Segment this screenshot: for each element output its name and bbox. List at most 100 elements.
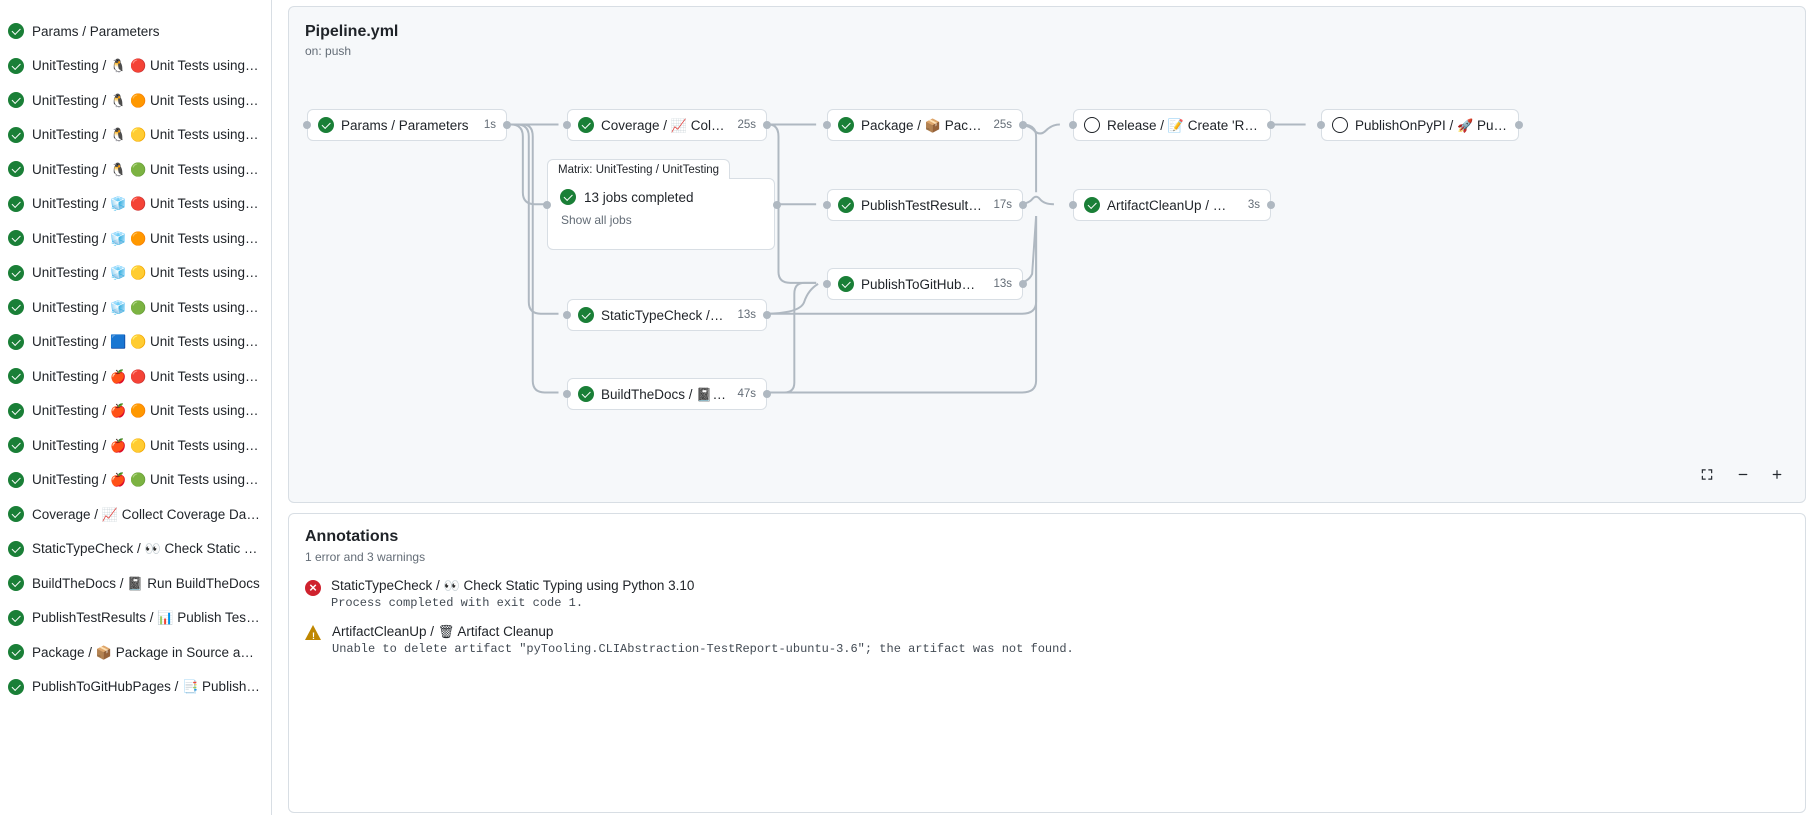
sidebar-job-label: UnitTesting / 🍎 🟡 Unit Tests using Pyth… (32, 437, 261, 453)
success-check-icon (8, 609, 24, 626)
sidebar-job-item[interactable]: StaticTypeCheck / 👀 Check Static Typing… (0, 532, 271, 567)
sidebar-job-label: Coverage / 📈 Collect Coverage Data usi… (32, 506, 261, 522)
sidebar-job-item[interactable]: UnitTesting / 🧊 🟠 Unit Tests using Pyth… (0, 221, 271, 256)
sidebar-job-label: UnitTesting / 🍎 🟢 Unit Tests using Pyth… (32, 472, 261, 488)
success-check-icon (8, 230, 24, 247)
success-check-icon (838, 117, 854, 133)
success-check-icon (8, 368, 24, 385)
graph-node-release[interactable]: Release / 📝 Create 'Release P… (1073, 109, 1271, 141)
graph-node-artifactclean[interactable]: ArtifactCleanUp / 🗑 Artifac…3s (1073, 189, 1271, 221)
sidebar-job-label: BuildTheDocs / 📓 Run BuildTheDocs (32, 575, 260, 591)
sidebar-job-item[interactable]: Params / Parameters (0, 14, 271, 49)
sidebar-job-item[interactable]: UnitTesting / 🍎 🟢 Unit Tests using Pyth… (0, 463, 271, 498)
matrix-port (773, 201, 781, 209)
graph-node-port (1069, 201, 1077, 209)
graph-node-label: PublishTestResults / 📊 Pu… (861, 197, 983, 213)
fit-screen-icon[interactable] (1695, 462, 1719, 486)
show-all-jobs-link[interactable]: Show all jobs (561, 213, 632, 227)
graph-edges (505, 123, 1306, 394)
skipped-circle-icon (1332, 117, 1348, 133)
graph-node-label: PublishToGitHubPages / 📑 … (861, 276, 982, 292)
graph-node-port (563, 121, 571, 129)
success-check-icon (8, 161, 24, 178)
sidebar-job-item[interactable]: BuildTheDocs / 📓 Run BuildTheDocs (0, 566, 271, 601)
sidebar-job-item[interactable]: PublishTestResults / 📊 Publish Test Resu… (0, 601, 271, 636)
graph-node-package[interactable]: Package / 📦 Package in So…25s (827, 109, 1023, 141)
workflow-graph-card: Pipeline.yml on: push (288, 6, 1806, 503)
graph-node-duration: 1s (483, 119, 496, 131)
graph-node-port (823, 121, 831, 129)
graph-node-params[interactable]: Params / Parameters 1s (307, 109, 507, 141)
matrix-body: 13 jobs completed Show all jobs (547, 178, 775, 250)
sidebar-job-item[interactable]: PublishToGitHubPages / 📑 Publish to G… (0, 670, 271, 705)
success-check-icon (8, 471, 24, 488)
graph-node-publishpages[interactable]: PublishToGitHubPages / 📑 …13s (827, 268, 1023, 300)
graph-node-label: StaticTypeCheck / 👀 Chec… (601, 308, 726, 323)
graph-canvas[interactable]: Params / Parameters 1s Coverage / 📈 Collec… (289, 7, 1805, 502)
matrix-group[interactable]: Matrix: UnitTesting / UnitTesting 13 job… (547, 159, 775, 250)
graph-node-port (763, 311, 771, 319)
job-emoji-0: 🐧 (110, 58, 127, 74)
graph-node-buildthedocs[interactable]: BuildTheDocs / 📓 Run Buil… 47s (567, 378, 767, 410)
graph-node-publishtest[interactable]: PublishTestResults / 📊 Pu… 17s (827, 189, 1023, 221)
sidebar-job-item[interactable]: UnitTesting / 🐧 🟠 Unit Tests using Pyth… (0, 83, 271, 118)
graph-node-publishpypi[interactable]: PublishOnPyPI / 🚀 Publish to … (1321, 109, 1519, 141)
graph-node-port (1317, 121, 1325, 129)
graph-node-port (1019, 121, 1027, 129)
sidebar-job-item[interactable]: Coverage / 📈 Collect Coverage Data usi… (0, 497, 271, 532)
graph-node-statictype[interactable]: StaticTypeCheck / 👀 Chec…13s (567, 299, 767, 331)
sidebar-job-item[interactable]: Package / 📦 Package in Source and Wh… (0, 635, 271, 670)
zoom-out-button[interactable] (1731, 462, 1755, 486)
success-check-icon (838, 276, 854, 292)
zoom-in-button[interactable] (1765, 462, 1789, 486)
job-emoji-1: 🟡 (130, 265, 147, 281)
graph-node-label: PublishOnPyPI / 🚀 Publish to … (1355, 117, 1508, 133)
graph-header: Pipeline.yml on: push (289, 7, 1805, 58)
graph-zoom-controls[interactable] (1695, 462, 1789, 486)
sidebar-job-label: StaticTypeCheck / 👀 Check Static Typing… (32, 541, 261, 557)
graph-node-duration: 17s (993, 199, 1012, 211)
graph-node-port (1069, 121, 1077, 129)
sidebar-job-label: UnitTesting / 🧊 🟡 Unit Tests using Pyth… (32, 265, 261, 281)
job-emoji-0: 📓 (127, 575, 144, 591)
sidebar-job-label: PublishToGitHubPages / 📑 Publish to G… (32, 679, 261, 695)
sidebar-job-item[interactable]: UnitTesting / 🐧 🔴 Unit Tests using Pyth… (0, 49, 271, 84)
sidebar-job-item[interactable]: UnitTesting / 🧊 🟡 Unit Tests using Pyth… (0, 256, 271, 291)
success-check-icon (578, 117, 594, 133)
sidebar-job-item[interactable]: UnitTesting / 🧊 🟢 Unit Tests using Pyth… (0, 290, 271, 325)
success-check-icon (8, 402, 24, 419)
graph-node-port (1267, 121, 1275, 129)
sidebar-job-label: UnitTesting / 🍎 🔴 Unit Tests using Pyth… (32, 368, 261, 384)
success-check-icon (8, 333, 24, 350)
sidebar-job-item[interactable]: UnitTesting / 🍎 🟠 Unit Tests using Pyth… (0, 394, 271, 429)
annotations-title: Annotations (305, 528, 399, 545)
sidebar-job-item[interactable]: UnitTesting / 🟦 🟡 Unit Tests using Pyth… (0, 325, 271, 360)
sidebar-job-item[interactable]: UnitTesting / 🐧 🟡 Unit Tests using Pyth… (0, 118, 271, 153)
sidebar-job-label: UnitTesting / 🧊 🟠 Unit Tests using Pyth… (32, 230, 261, 246)
job-emoji-1: 🟡 (130, 334, 147, 350)
graph-node-coverage[interactable]: Coverage / 📈 Collect Cove…25s (567, 109, 767, 141)
success-check-icon (8, 299, 24, 316)
graph-node-duration: 47s (737, 388, 756, 400)
sidebar-job-item[interactable]: UnitTesting / 🍎 🟡 Unit Tests using Pyth… (0, 428, 271, 463)
sidebar-job-item[interactable]: UnitTesting / 🧊 🔴 Unit Tests using Pyth… (0, 187, 271, 222)
sidebar-job-item[interactable]: UnitTesting / 🍎 🔴 Unit Tests using Pyth… (0, 359, 271, 394)
success-check-icon (8, 437, 24, 454)
graph-node-duration: 25s (993, 119, 1012, 131)
sidebar-job-label: PublishTestResults / 📊 Publish Test Resu… (32, 610, 261, 626)
success-check-icon (8, 540, 24, 557)
sidebar-job-label: Params / Parameters (32, 23, 160, 39)
job-emoji-0: 🍎 (110, 368, 127, 384)
success-check-icon (8, 506, 24, 523)
sidebar-job-item[interactable]: UnitTesting / 🐧 🟢 Unit Tests using Pyth… (0, 152, 271, 187)
graph-node-label: Params / Parameters (341, 117, 469, 133)
success-check-icon (1084, 197, 1100, 213)
node-emoji: 🚀 (1457, 117, 1474, 133)
graph-node-port (823, 201, 831, 209)
annotation-item[interactable]: StaticTypeCheck / 👀 Check Static Typing … (289, 564, 1805, 610)
graph-node-label: BuildTheDocs / 📓 Run Buil… (601, 386, 726, 402)
